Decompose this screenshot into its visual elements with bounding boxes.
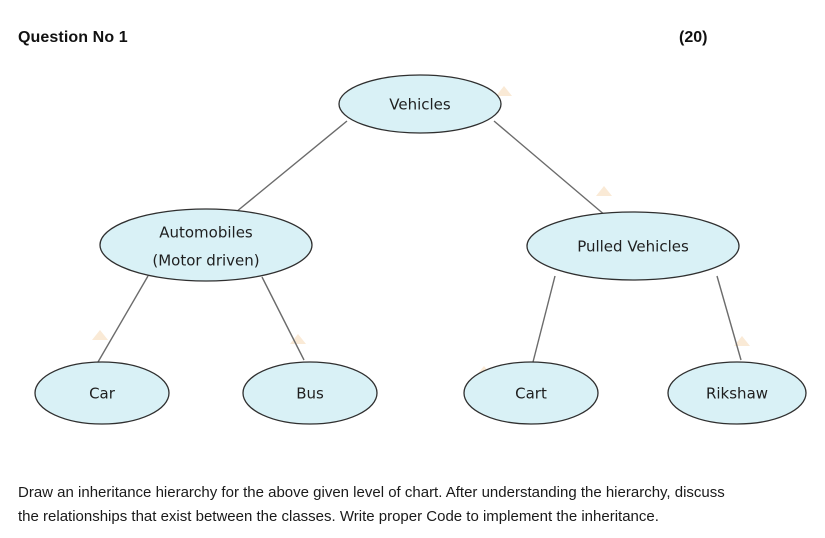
question-marks: (20) bbox=[679, 29, 708, 46]
instructions-text: Draw an inheritance hierarchy for the ab… bbox=[18, 481, 808, 529]
connector-pulled-cart bbox=[532, 275, 556, 363]
watermark-mark bbox=[92, 330, 108, 340]
node-rikshaw: Rikshaw bbox=[667, 361, 807, 425]
node-automobiles: Automobiles (Motor driven) bbox=[99, 208, 313, 282]
watermark-marks bbox=[92, 86, 750, 376]
node-pulled-vehicles-shape bbox=[526, 211, 740, 281]
node-cart-shape bbox=[463, 361, 599, 425]
node-automobiles-label-line2: (Motor driven) bbox=[152, 252, 259, 270]
instructions-line-1: Draw an inheritance hierarchy for the ab… bbox=[18, 484, 725, 501]
node-vehicles: Vehicles bbox=[338, 74, 502, 134]
node-car-label: Car bbox=[89, 385, 116, 403]
inheritance-diagram: Vehicles Automobiles (Motor driven) Pull… bbox=[34, 74, 807, 425]
connector-automobiles-car bbox=[97, 275, 149, 363]
node-cart: Cart bbox=[463, 361, 599, 425]
node-vehicles-label: Vehicles bbox=[389, 96, 451, 114]
node-rikshaw-label: Rikshaw bbox=[706, 385, 768, 403]
node-automobiles-shape bbox=[99, 208, 313, 282]
instructions-line-2: the relationships that exist between the… bbox=[18, 508, 659, 525]
connector-vehicles-automobiles bbox=[235, 120, 348, 213]
connector-vehicles-pulled bbox=[493, 120, 607, 217]
connectors bbox=[97, 120, 742, 363]
node-bus-label: Bus bbox=[296, 385, 324, 403]
node-vehicles-shape bbox=[338, 74, 502, 134]
node-bus: Bus bbox=[242, 361, 378, 425]
node-pulled-vehicles-label: Pulled Vehicles bbox=[577, 238, 689, 256]
watermark-mark bbox=[496, 86, 512, 96]
node-cart-label: Cart bbox=[515, 385, 547, 403]
connector-automobiles-bus bbox=[261, 276, 305, 361]
watermark-mark bbox=[290, 334, 306, 344]
watermark-mark bbox=[596, 186, 612, 196]
node-pulled-vehicles: Pulled Vehicles bbox=[526, 211, 740, 281]
node-automobiles-label-line1: Automobiles bbox=[159, 224, 253, 242]
watermark-mark bbox=[734, 336, 750, 346]
question-title: Question No 1 bbox=[18, 29, 128, 46]
connector-pulled-rikshaw bbox=[716, 275, 742, 361]
node-car-shape bbox=[34, 361, 170, 425]
node-rikshaw-shape bbox=[667, 361, 807, 425]
node-bus-shape bbox=[242, 361, 378, 425]
node-car: Car bbox=[34, 361, 170, 425]
